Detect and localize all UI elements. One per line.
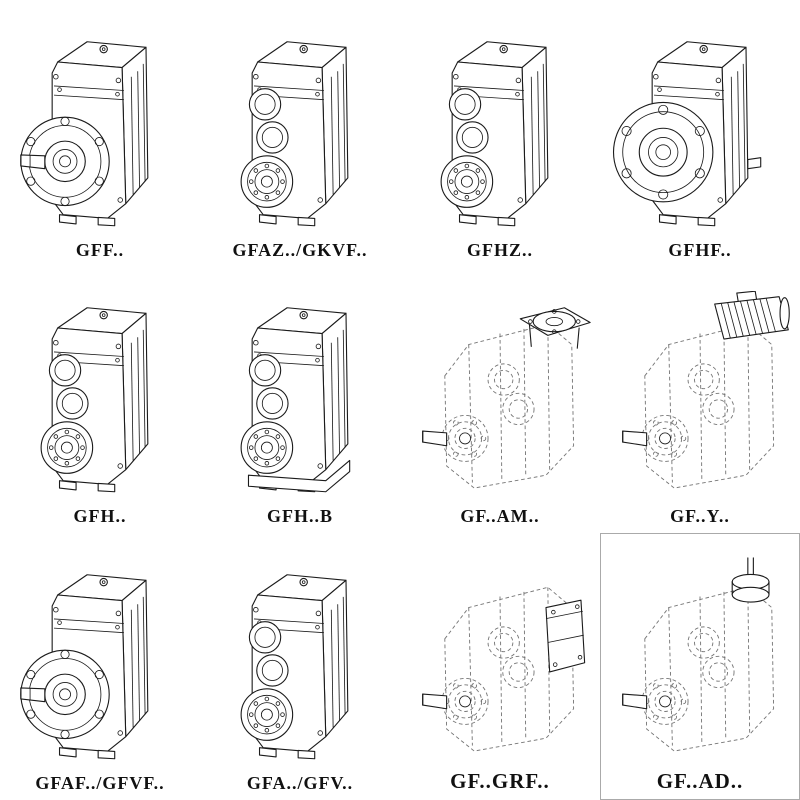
drawing-gfh-b-foot-unit xyxy=(208,291,392,503)
drawing-gfa-hollow-shaft-unit xyxy=(208,558,392,770)
cell-gfaf-gfvf: GFAF../GFVF.. xyxy=(0,533,200,800)
drawing-gf-grf-side-cover-unit xyxy=(408,554,592,766)
drawing-gfaz-hollow-shaft-unit xyxy=(208,25,392,237)
model-label: GF..AD.. xyxy=(656,768,744,793)
drawing-gfhf-large-flange-unit xyxy=(608,25,792,237)
drawing-gfh-hollow-shaft-unit xyxy=(8,291,192,503)
cell-gf-grf: GF..GRF.. xyxy=(400,533,600,800)
cell-gfhf: GFHF.. xyxy=(600,0,800,267)
model-label: GFHZ.. xyxy=(466,239,533,260)
drawing-gf-ad-input-adapter-unit xyxy=(608,554,792,766)
model-label: GFH..B xyxy=(266,506,333,527)
model-label: GF..AM.. xyxy=(460,506,540,527)
model-label: GFHF.. xyxy=(668,239,732,260)
cell-gf-ad: GF..AD.. xyxy=(600,533,800,800)
cell-gff: GFF.. xyxy=(0,0,200,267)
drawing-gff-flange-shaft-unit xyxy=(8,25,192,237)
model-label: GFF.. xyxy=(75,239,125,260)
model-label: GF..GRF.. xyxy=(450,768,550,793)
cell-gfh-b: GFH..B xyxy=(200,267,400,534)
cell-gfaz-gkvf: GFAZ../GKVF.. xyxy=(200,0,400,267)
cell-gf-am: GF..AM.. xyxy=(400,267,600,534)
model-label: GFA../GFV.. xyxy=(246,772,354,793)
model-label: GFAZ../GKVF.. xyxy=(232,239,368,260)
cell-gfh: GFH.. xyxy=(0,267,200,534)
model-label: GFH.. xyxy=(73,506,127,527)
model-label: GF..Y.. xyxy=(670,506,730,527)
cell-gf-y: GF..Y.. xyxy=(600,267,800,534)
drawing-gfaf-flange-shaft-unit xyxy=(8,558,192,770)
drawing-gfhz-hollow-shaft-unit xyxy=(408,25,592,237)
cell-gfa-gfv: GFA../GFV.. xyxy=(200,533,400,800)
cell-gfhz: GFHZ.. xyxy=(400,0,600,267)
drawing-gf-y-motor-unit xyxy=(608,291,792,503)
drawing-gf-am-motor-flange-unit xyxy=(408,291,592,503)
model-label: GFAF../GFVF.. xyxy=(35,772,165,793)
